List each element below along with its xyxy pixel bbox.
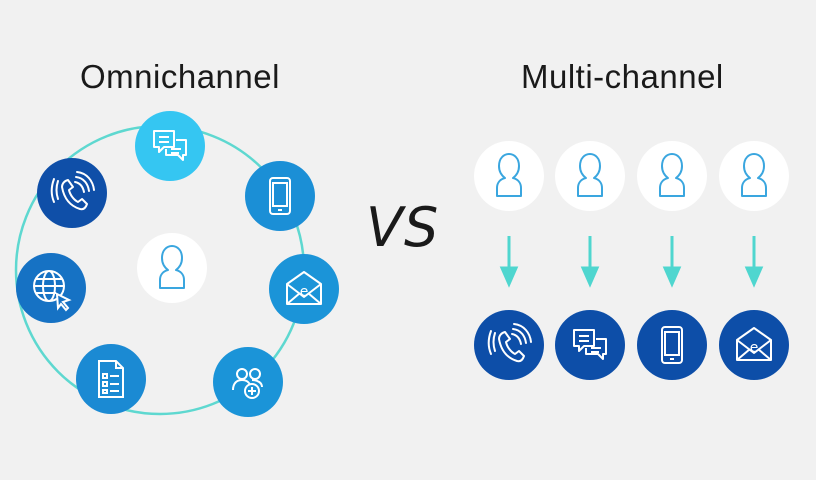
omni-node-form <box>76 344 146 414</box>
multi-channel-node <box>474 310 544 380</box>
multi-person-node <box>555 141 625 211</box>
multichannel-title: Multi-channel <box>521 58 724 95</box>
arrow-icon <box>662 236 682 288</box>
omni-node-web <box>16 253 86 323</box>
email-letter: e <box>750 340 759 356</box>
multi-channel-node <box>719 310 789 380</box>
multi-column-1 <box>474 141 544 380</box>
omni-node-phone <box>245 161 315 231</box>
omni-node-group <box>213 347 283 417</box>
email-letter: e <box>300 284 309 300</box>
omnichannel-center-node <box>137 233 207 303</box>
arrow-icon <box>499 236 519 288</box>
multi-person-node <box>637 141 707 211</box>
omni-node-chat <box>135 111 205 181</box>
multi-person-node <box>719 141 789 211</box>
arrow-icon <box>744 236 764 288</box>
multi-person-node <box>474 141 544 211</box>
omnichannel-title: Omnichannel <box>80 58 280 95</box>
multi-channel-node <box>637 310 707 380</box>
multi-column-2 <box>555 141 625 380</box>
multi-column-3 <box>637 141 707 380</box>
multi-column-4: e <box>719 141 789 380</box>
omni-node-call <box>37 158 107 228</box>
omni-node-email: e <box>269 254 339 324</box>
arrow-icon <box>580 236 600 288</box>
vs-label: VS <box>366 196 440 259</box>
